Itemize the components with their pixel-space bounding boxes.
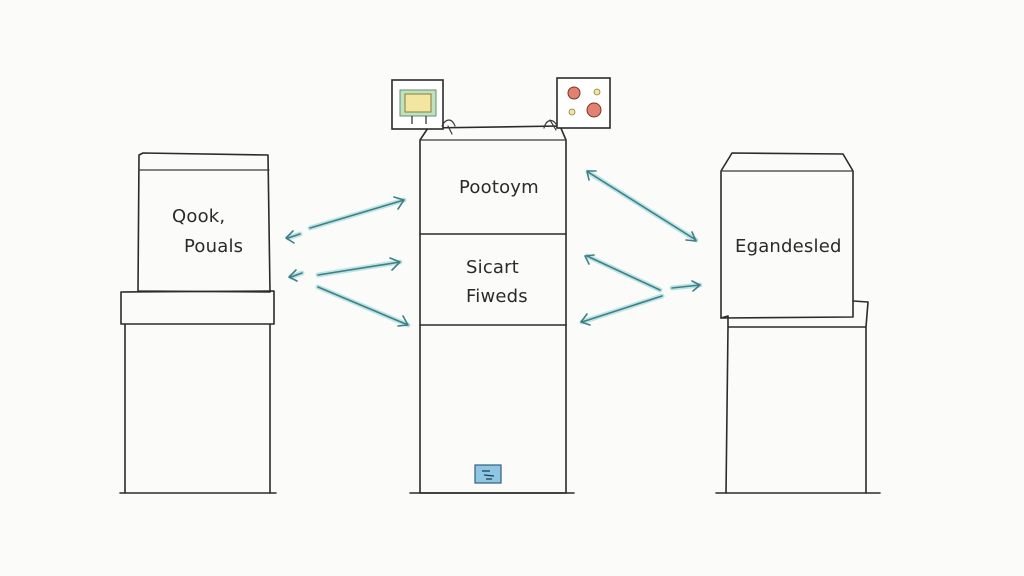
right-bottom-cabinet	[720, 300, 869, 494]
left-top-box	[137, 152, 271, 293]
right-stack: Egandesled	[715, 152, 881, 494]
badge-rect	[474, 464, 502, 484]
top-right-note-icon	[543, 77, 611, 131]
top-left-note-icon	[391, 79, 456, 135]
arrow-stub-left-mid	[288, 269, 303, 282]
left-bottom-cabinet	[120, 290, 275, 494]
arrow-stub-left-top	[285, 230, 301, 244]
left-box-label-line2: Pouals	[184, 236, 243, 257]
right-arrows	[579, 169, 703, 326]
arrow-right-to-center-mid	[584, 254, 661, 291]
arrow-left-to-center-top	[309, 196, 405, 229]
tower-badge	[474, 464, 502, 484]
arrow-center-right-top	[586, 170, 697, 242]
right-box-label: Egandesled	[735, 236, 842, 257]
arrow-left-to-center-bottom	[317, 286, 409, 327]
left-stack: Qook, Pouals	[119, 152, 277, 494]
badge-icon	[482, 470, 495, 480]
left-arrows	[285, 196, 411, 328]
left-box-label-line1: Qook,	[172, 206, 225, 227]
center-section1-label: Pootoym	[459, 177, 539, 198]
center-tower: Pootoym Sicart Fiweds	[391, 77, 611, 494]
center-section2-label-line1: Sicart	[466, 257, 519, 278]
center-section2-label-line2: Fiweds	[466, 286, 528, 307]
arrow-stub-right-mid	[671, 280, 701, 292]
arrow-left-to-center-mid	[317, 257, 401, 276]
arrow-right-to-center-bottom	[580, 295, 663, 326]
